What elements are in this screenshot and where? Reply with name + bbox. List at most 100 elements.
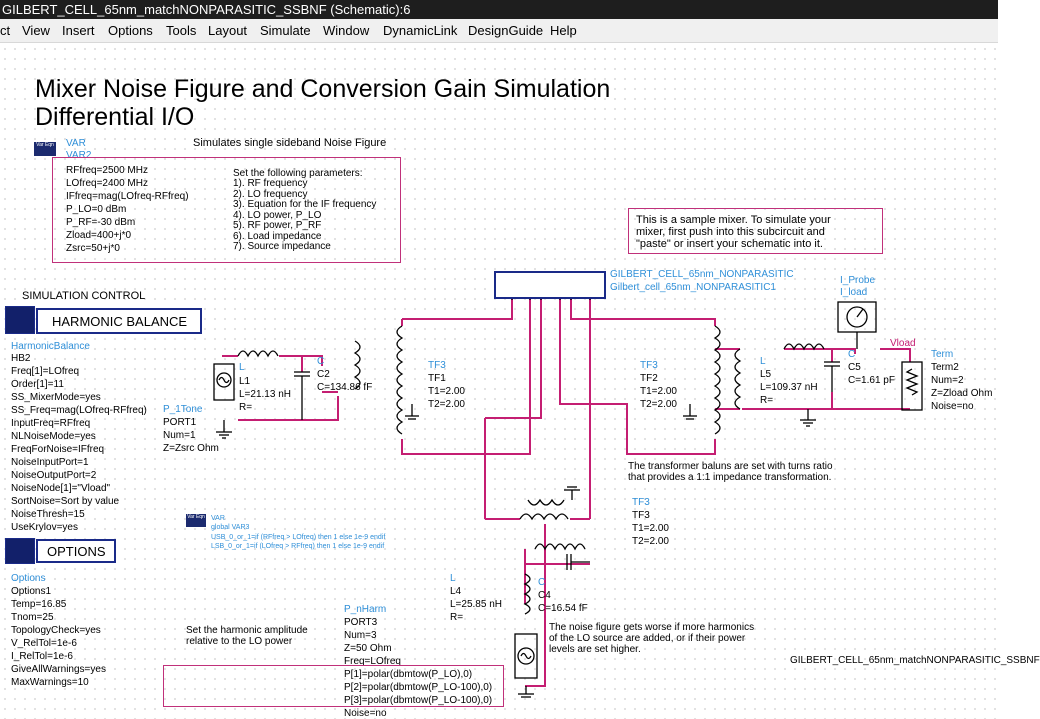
c2-name: C2 [317, 369, 330, 380]
menu-tools[interactable]: Tools [166, 23, 197, 38]
port3-param: Noise=no [344, 708, 387, 719]
global-var-badge-label: Var Eqn [187, 514, 205, 520]
hb-param: NoiseThresh=15 [11, 509, 85, 520]
sample-note-box[interactable] [628, 208, 883, 254]
global-var-type: VAR [211, 515, 225, 522]
harmonic-balance-button[interactable]: HARMONIC BALANCE [36, 308, 202, 334]
c2-param: C=134.86 fF [317, 382, 373, 393]
balun-note: that provides a 1:1 impedance transforma… [628, 472, 832, 483]
var-param: Zsrc=50+j*0 [66, 243, 120, 254]
balun-note: The transformer baluns are set with turn… [628, 461, 833, 472]
options-name: Options1 [11, 586, 52, 597]
tf3-param: T2=2.00 [632, 536, 669, 547]
var-param: P_RF=-30 dBm [66, 217, 136, 228]
tf3-type: TF3 [632, 497, 650, 508]
menu-options[interactable]: Options [108, 23, 153, 38]
term2-param: Num=2 [931, 375, 964, 386]
menu-select[interactable]: ct [0, 23, 11, 38]
global-var-name: global VAR3 [211, 524, 250, 531]
l4-name: L4 [450, 586, 462, 597]
vload-label: Vload [890, 338, 916, 349]
c4-param: C=16.54 fF [538, 603, 588, 614]
var-param: IFfreq=mag(LOfreq-RFfreq) [66, 191, 189, 202]
hb-param: UseKrylov=yes [11, 522, 78, 533]
c5-name: C5 [848, 362, 861, 373]
hb-param: InputFreq=RFfreq [11, 418, 91, 429]
var-params-box[interactable] [52, 157, 401, 263]
l1-type: L [239, 362, 245, 373]
param-note: Set the following parameters: [233, 168, 363, 179]
menu-layout[interactable]: Layout [208, 23, 248, 38]
hb-type: HarmonicBalance [11, 341, 90, 352]
var-param: P_LO=0 dBm [66, 204, 127, 215]
l1-param: R= [239, 402, 253, 413]
l5-param: L=109.37 nH [760, 382, 818, 393]
options-button[interactable]: OPTIONS [36, 539, 116, 563]
param-note: 5). RF power, P_RF [233, 220, 322, 231]
harm-note: relative to the LO power [186, 636, 293, 647]
c4-name: C4 [538, 590, 551, 601]
hb-param: Freq[1]=LOfreq [11, 366, 80, 377]
hb-param: SS_Freq=mag(LOfreq-RFfreq) [11, 405, 147, 416]
harm-note: Set the harmonic amplitude [186, 625, 308, 636]
l5-param: R= [760, 395, 774, 406]
tf2-param: T2=2.00 [640, 399, 677, 410]
param-note: 7). Source impedance [233, 241, 331, 252]
var-badge-label: Var Eqn [36, 142, 54, 148]
tf1-type: TF3 [428, 360, 446, 371]
c2-type: C [317, 356, 325, 367]
term2-param: Noise=no [931, 401, 974, 412]
harmonic-params-box[interactable] [163, 665, 504, 707]
hb-param: NoiseInputPort=1 [11, 457, 89, 468]
menu-view[interactable]: View [22, 23, 50, 38]
hb-param: SortNoise=Sort by value [11, 496, 120, 507]
port1-name: PORT1 [163, 417, 197, 428]
menu-designguide[interactable]: DesignGuide [468, 23, 544, 38]
param-note: 3). Equation for the IF frequency [233, 199, 377, 210]
lo-note: The noise figure gets worse if more harm… [549, 622, 755, 633]
schematic-footer-label: GILBERT_CELL_65nm_matchNONPARASITIC_SSBN… [790, 655, 1040, 666]
subcircuit-name: GILBERT_CELL_65nm_NONPARASITIC [610, 269, 794, 280]
port3-param: Num=3 [344, 630, 377, 641]
var-eqn-icon[interactable]: Var Eqn [34, 142, 56, 156]
term2-name: Term2 [931, 362, 959, 373]
c5-type: C [848, 349, 856, 360]
port1-type: P_1Tone [163, 404, 203, 415]
options-button-label: OPTIONS [47, 544, 106, 559]
heading-line1: Mixer Noise Figure and Conversion Gain S… [35, 75, 611, 103]
port3-param: P[1]=polar(dbmtow(P_LO),0) [344, 669, 473, 680]
sample-note: "paste" or insert your schematic into it… [636, 238, 823, 250]
term2-param: Z=Zload Ohm [931, 388, 993, 399]
global-var-eqn-icon[interactable]: Var Eqn [186, 514, 206, 527]
tf2-name: TF2 [640, 373, 658, 384]
hb-param: NLNoiseMode=yes [11, 431, 96, 442]
sample-note: This is a sample mixer. To simulate your [636, 214, 831, 226]
port3-type: P_nHarm [344, 604, 387, 615]
schematic-canvas[interactable]: Mixer Noise Figure and Conversion Gain S… [0, 44, 1040, 719]
hb-param: Order[1]=11 [11, 379, 64, 390]
heading-line2: Differential I/O [35, 103, 195, 131]
menu-dynamiclink[interactable]: DynamicLink [383, 23, 458, 38]
options-icon[interactable] [5, 538, 35, 564]
harmonic-balance-icon[interactable] [5, 306, 35, 334]
menu-help[interactable]: Help [550, 23, 577, 38]
hb-button-label: HARMONIC BALANCE [52, 314, 188, 329]
menu-simulate[interactable]: Simulate [260, 23, 311, 38]
l4-type: L [450, 573, 456, 584]
l5-name: L5 [760, 369, 772, 380]
sim-control-label: SIMULATION CONTROL [22, 290, 146, 302]
tf2-param: T1=2.00 [640, 386, 677, 397]
l4-param: L=25.85 nH [450, 599, 502, 610]
tf2-type: TF3 [640, 360, 658, 371]
c5-param: C=1.61 pF [848, 375, 895, 386]
probe-name: I_load [840, 287, 868, 298]
global-var-param: LSB_0_or_1=if (LOfreq > RFfreq) then 1 e… [211, 543, 385, 550]
var-type: VAR [66, 138, 86, 149]
lo-note: of the LO source are added, or if their … [549, 633, 746, 644]
menu-window[interactable]: Window [323, 23, 370, 38]
menu-insert[interactable]: Insert [62, 23, 95, 38]
port3-param: P[3]=polar(dbmtow(P_LO-100),0) [344, 695, 493, 706]
menu-bar: ct View Insert Options Tools Layout Simu… [0, 19, 998, 43]
l1-param: L=21.13 nH [239, 389, 291, 400]
mixer-subcircuit-symbol[interactable] [494, 271, 606, 299]
